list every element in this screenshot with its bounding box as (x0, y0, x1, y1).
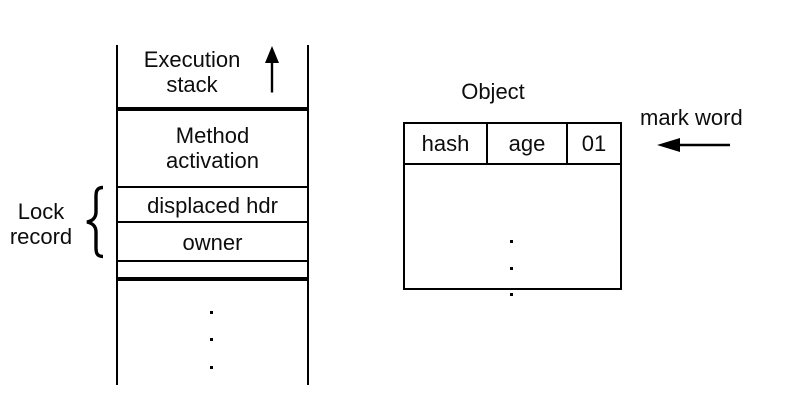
execution-stack-title: Execution stack (122, 47, 262, 97)
stack-divider-thick-top (118, 107, 307, 111)
object-title: Object (461, 79, 525, 104)
object-body (405, 165, 620, 296)
ellipsis-dot (210, 338, 213, 341)
ellipsis-dot (210, 366, 213, 369)
displaced-hdr-row: displaced hdr (147, 193, 278, 218)
mark-word-cell-tag: 01 (581, 130, 607, 156)
mark-word-label: mark word (640, 105, 743, 130)
execution-stack-title-line2: stack (166, 72, 218, 97)
lock-record-label: Lock record (2, 199, 80, 249)
stack-divider-thick-bottom (118, 277, 307, 281)
mark-word-cell-age: age (488, 124, 568, 163)
stack-divider-above-owner (118, 221, 307, 223)
ellipsis-dot (510, 267, 513, 270)
ellipsis-dot (510, 293, 513, 296)
object-mark-word-row: hash age 01 (405, 124, 620, 165)
method-activation-line1: Method (175, 123, 250, 148)
lock-record-brace-icon (86, 185, 104, 259)
stack-growth-up-arrow-icon (265, 46, 279, 93)
execution-stack: Execution stack Method activation displa… (116, 45, 309, 385)
stack-divider-above-displaced-hdr (118, 186, 307, 188)
owner-row: owner (182, 230, 243, 255)
mark-word-cell-hash: hash (405, 124, 488, 163)
method-activation-row: Method activation (118, 123, 307, 173)
lock-record-label-line2: record (9, 224, 73, 249)
ellipsis-dot (510, 240, 513, 243)
ellipsis-dot (210, 311, 213, 314)
method-activation-line2: activation (166, 148, 259, 173)
execution-stack-title-line1: Execution (143, 47, 241, 72)
mark-word-pointer-arrow-icon (657, 138, 730, 152)
object-box: hash age 01 (403, 122, 622, 296)
stack-divider-below-owner (118, 260, 307, 262)
lock-record-label-line1: Lock (17, 199, 65, 224)
